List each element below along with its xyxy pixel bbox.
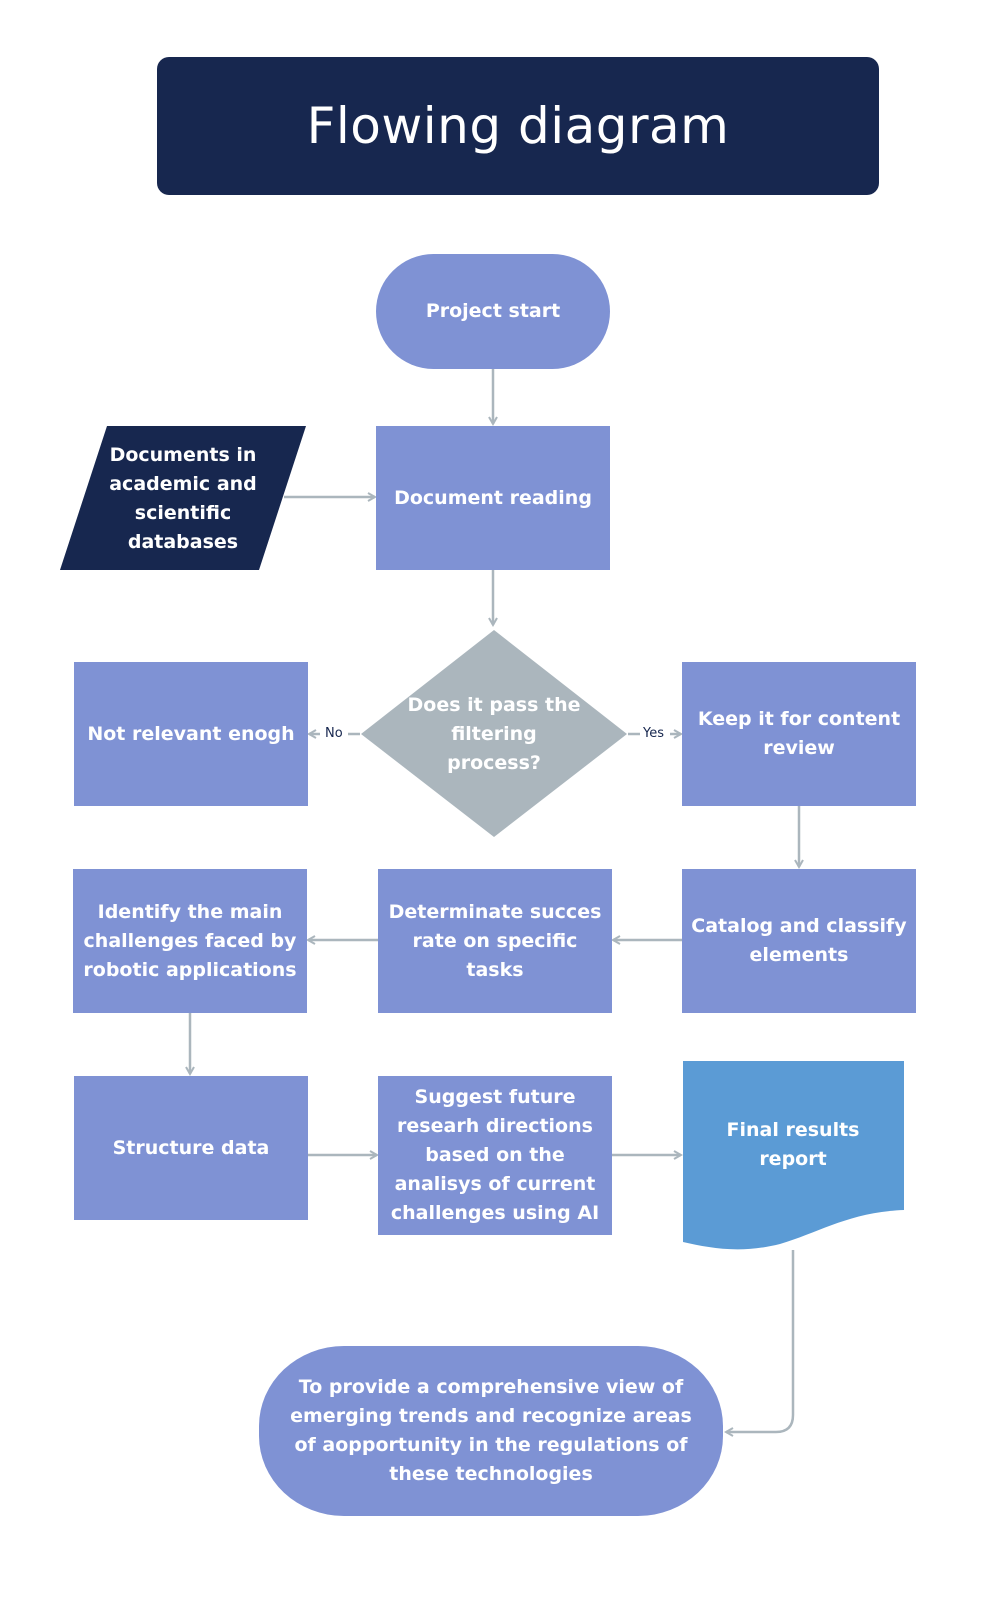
determinate-label: Determinate succes rate on specific task… [388,900,602,981]
decision-node: Does it pass the filtering process? [404,680,584,788]
structure-node: Structure data [74,1076,308,1220]
edge-label-no: No [323,726,345,741]
identify-label: Identify the main challenges faced by ro… [83,900,297,981]
input-label: Documents in academic and scientific dat… [109,444,257,553]
diagram-title: Flowing diagram [306,97,730,155]
not-relevant-label: Not relevant enogh [87,722,295,745]
determinate-node: Determinate succes rate on specific task… [378,869,612,1013]
report-node: Final results report [690,1100,896,1190]
document-shape [683,1061,904,1250]
start-label: Project start [425,300,561,322]
report-label: Final results report [726,1119,860,1170]
reading-node: Document reading [376,426,610,570]
catalog-node: Catalog and classify elements [682,869,916,1013]
start-node: Project start [376,254,610,369]
catalog-label: Catalog and classify elements [691,915,907,966]
decision-shape [361,630,627,837]
decision-label: Does it pass the filtering process? [407,693,581,774]
keep-node: Keep it for content review [682,662,916,806]
goal-node: To provide a comprehensive view of emerg… [259,1346,723,1516]
identify-node: Identify the main challenges faced by ro… [73,869,307,1013]
suggest-node: Suggest future researh directions based … [378,1076,612,1235]
title-banner: Flowing diagram [157,57,879,195]
edge-label-yes: Yes [641,726,666,741]
goal-label: To provide a comprehensive view of emerg… [290,1376,692,1485]
structure-label: Structure data [112,1136,270,1159]
reading-label: Document reading [394,486,592,509]
input-node: Documents in academic and scientific dat… [95,430,271,568]
suggest-label: Suggest future researh directions based … [390,1086,600,1224]
not-relevant-node: Not relevant enogh [74,662,308,806]
input-shape [60,426,306,570]
keep-label: Keep it for content review [697,708,901,759]
arrow-report-to-goal [726,1250,795,1432]
